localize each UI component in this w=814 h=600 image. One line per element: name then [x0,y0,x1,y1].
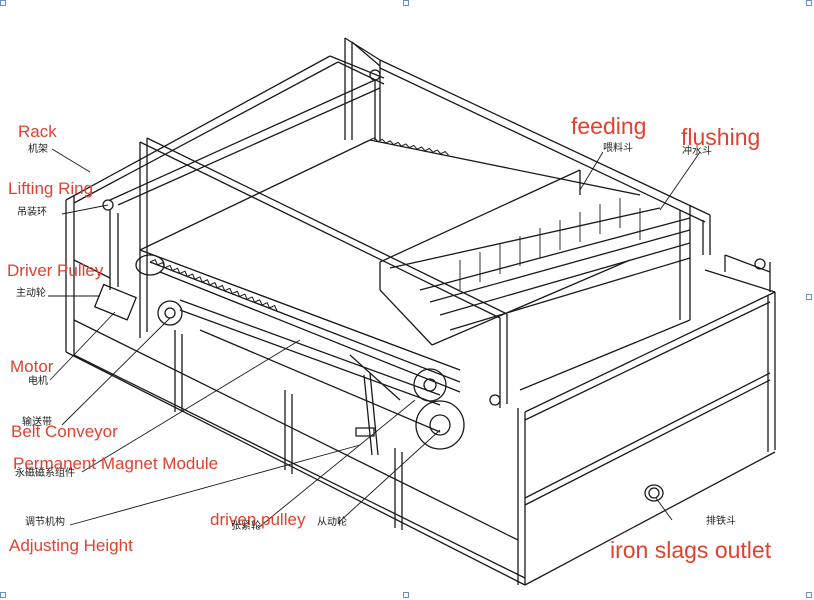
leader-lines [48,148,701,529]
selection-handle [806,592,812,598]
cn-label-driver-pulley: 主动轮 [16,288,46,299]
label-permanent-magnet-module: Permanent Magnet Module [13,454,219,473]
upper-frame [109,37,776,408]
feeding-trough [379,169,691,391]
cn-label-driven-pulley: 从动轮 [317,517,347,528]
cn-label-rack: 机架 [28,144,48,155]
label-lifting-ring: Lifting Ring [8,179,94,198]
cn-label-adjusting-height: 调节机构 [25,517,65,528]
cn-label-feeding: 喂料斗 [603,143,633,154]
label-driver-pulley: Driver Pulley [7,261,104,280]
selection-handle [0,0,6,6]
label-feeding: feeding [571,113,647,139]
selection-handle [403,0,409,6]
selection-handle [806,294,812,300]
label-flushing: flushing [681,124,761,150]
label-motor: Motor [10,357,54,376]
cn-label-permanent-magnet-module: 永磁磁系组件 [15,468,75,479]
cn-label-flushing: 冲水斗 [682,146,712,157]
label-iron-slags-outlet: iron slags outlet [610,537,772,563]
selection-handle [806,0,812,6]
conveyor-belt [94,137,641,456]
cn-label-iron-slags-outlet: 排铁斗 [706,516,736,527]
lifting-rings [102,69,766,406]
cn-label-lifting-ring: 吊装环 [17,207,47,218]
housing-box [65,55,776,586]
selection-handle [0,592,6,598]
cn-label-tension-pulley: 张紧轮 [231,521,261,532]
iron-slags-port [644,484,664,502]
label-adjusting-height: Adjusting Height [9,536,133,555]
selection-handle [403,592,409,598]
label-driven-pulley: driven pulley [210,510,306,529]
label-belt-conveyor: Belt Conveyor [11,422,118,441]
cn-label-motor: 电机 [28,376,48,387]
cn-label-belt-conveyor: 输送带 [22,417,52,428]
label-rack: Rack [18,122,57,141]
